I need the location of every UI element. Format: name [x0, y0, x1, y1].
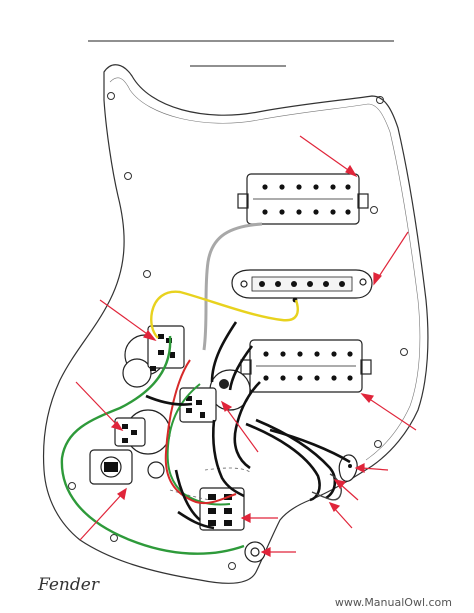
- pickguard-outline: [42, 64, 429, 584]
- bridge-humbucker: [240, 339, 372, 393]
- wire-green: [60, 335, 245, 555]
- screw-holes: [68, 92, 408, 570]
- fender-signature: Fender: [37, 575, 100, 595]
- wire-red: [164, 359, 237, 504]
- watermark: www.ManualOwl.com: [334, 596, 452, 609]
- neck-humbucker: [237, 173, 369, 225]
- pickguard-inner-outline: [109, 77, 421, 461]
- middle-single-coil: [231, 269, 373, 303]
- tone-pot-1: [114, 409, 171, 455]
- callout-arrows: [75, 135, 417, 557]
- output-jack: [244, 541, 266, 563]
- wires-black: [145, 321, 351, 530]
- ground-lug: [338, 454, 358, 482]
- ground-wire: [311, 473, 342, 501]
- five-way-switch: [199, 487, 245, 531]
- wire-yellow: [150, 290, 299, 339]
- lug-block: [89, 449, 165, 485]
- volume-pot: [122, 325, 185, 388]
- dashed-routes: [169, 467, 251, 501]
- wire-gray: [202, 222, 263, 351]
